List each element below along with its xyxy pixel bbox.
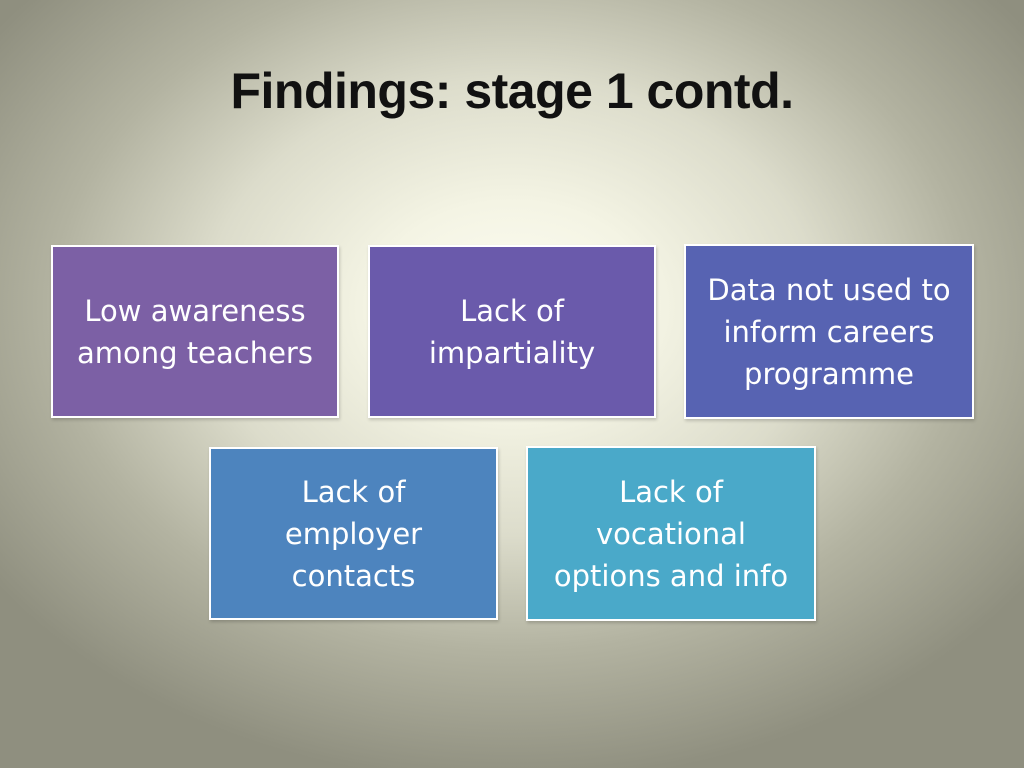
finding-text: Low awareness among teachers	[77, 290, 313, 374]
finding-line: employer	[284, 516, 423, 551]
finding-line: Data not used to	[707, 272, 951, 307]
finding-line: impartiality	[428, 335, 596, 370]
finding-line: Lack of	[619, 474, 723, 509]
finding-text: Lack of employer contacts	[285, 471, 422, 597]
finding-box-employer-contacts: Lack of employer contacts	[209, 447, 498, 620]
finding-line: Lack of	[301, 474, 406, 509]
finding-line: among teachers	[77, 335, 313, 370]
finding-line: options and info	[553, 558, 789, 593]
slide-title: Findings: stage 1 contd.	[230, 63, 794, 119]
finding-box-vocational-options: Lack of vocational options and info	[526, 446, 816, 621]
finding-text: Lack of vocational options and info	[554, 471, 788, 597]
finding-line: Low awareness	[84, 293, 306, 328]
finding-text: Data not used to inform careers programm…	[707, 269, 950, 395]
finding-line: inform careers	[723, 314, 935, 349]
finding-line: Lack of	[460, 293, 564, 328]
finding-line: programme	[744, 356, 914, 391]
finding-line: contacts	[291, 558, 416, 593]
finding-box-low-awareness: Low awareness among teachers	[51, 245, 339, 418]
finding-line: vocational	[595, 516, 746, 551]
finding-box-lack-of-impartiality: Lack of impartiality	[368, 245, 656, 418]
finding-text: Lack of impartiality	[429, 290, 595, 374]
finding-box-data-not-used: Data not used to inform careers programm…	[684, 244, 974, 419]
